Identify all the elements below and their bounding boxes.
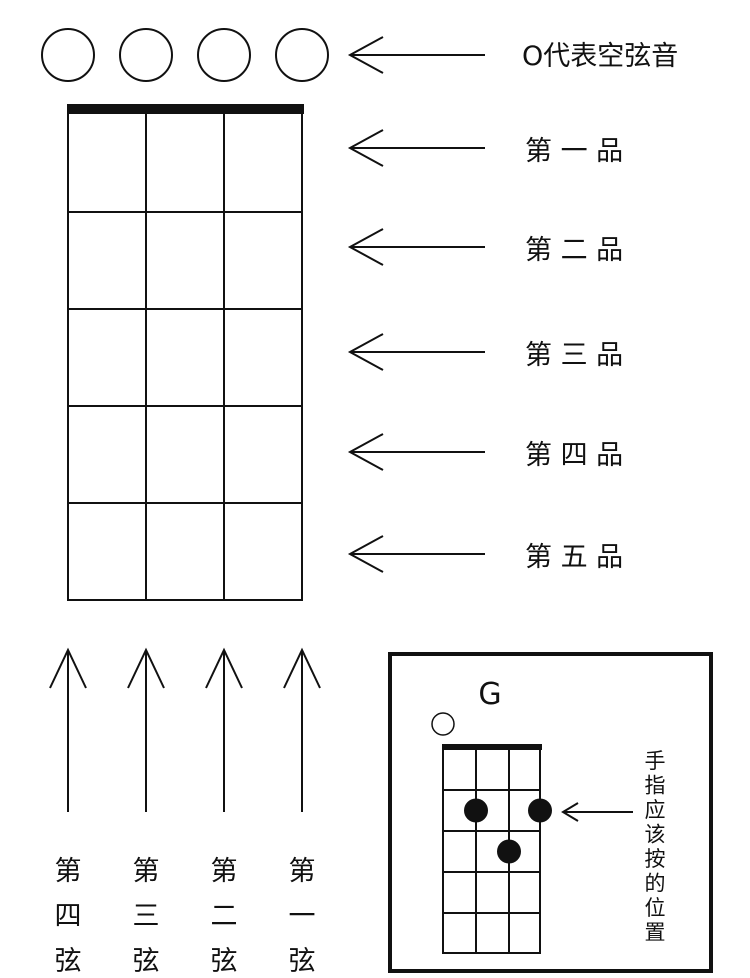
- string-label: 四: [55, 901, 82, 932]
- string-label: 第: [211, 856, 238, 887]
- left-arrow-icon: [347, 333, 485, 371]
- string-label: 第: [133, 856, 160, 887]
- pointer-arrows: [347, 36, 485, 573]
- left-arrow-icon: [347, 36, 485, 74]
- string-label: 第: [289, 856, 316, 887]
- mini-fretboard-outline: [442, 747, 541, 954]
- note-char: 按: [645, 847, 666, 871]
- string-label: 一: [289, 901, 316, 932]
- note-char: 置: [645, 921, 666, 945]
- string-label: 弦: [55, 946, 82, 977]
- finger-dot: [528, 798, 552, 823]
- string-label: 弦: [133, 946, 160, 977]
- fret-label: 第 五 品: [525, 542, 623, 573]
- fret-label: 第 四 品: [525, 440, 623, 471]
- finger-arrow: [561, 802, 633, 822]
- fretboard: [67, 104, 304, 601]
- up-arrow-icon: [283, 647, 321, 812]
- string-label: 二: [211, 901, 238, 932]
- chord-marks: [431, 712, 552, 864]
- example-frame: [388, 652, 713, 973]
- chord-name: G: [478, 677, 501, 712]
- string-labels: 第 四 弦 第 三 弦 第 二 弦 第 一 弦: [55, 856, 316, 977]
- open-string-circle: [197, 28, 251, 82]
- fretboard-outline: [67, 111, 303, 601]
- open-string-circle: [431, 712, 455, 736]
- left-arrow-icon: [347, 433, 485, 471]
- string-arrows: [49, 647, 321, 812]
- note-char: 应: [645, 798, 666, 822]
- string-label: 第: [55, 856, 82, 887]
- open-string-legend: O代表空弦音: [522, 41, 678, 72]
- fret-label: 第 一 品: [525, 136, 623, 167]
- string-label: 弦: [211, 946, 238, 977]
- nut: [67, 104, 304, 114]
- left-arrow-icon: [347, 228, 485, 266]
- note-char: 手: [645, 749, 666, 773]
- finger-dot: [497, 839, 521, 864]
- mini-fretboard: [442, 744, 542, 954]
- note-char: 该: [645, 823, 666, 847]
- fret-label: 第 二 品: [525, 235, 623, 266]
- note-char: 指: [645, 774, 666, 798]
- string-label: 三: [133, 901, 160, 932]
- string-label: 弦: [289, 946, 316, 977]
- note-char: 位: [645, 896, 666, 920]
- up-arrow-icon: [127, 647, 165, 812]
- up-arrow-icon: [49, 647, 87, 812]
- open-string-circle: [41, 28, 95, 82]
- note-char: 的: [645, 872, 666, 896]
- open-string-circle: [119, 28, 173, 82]
- open-string-circles: [41, 28, 329, 82]
- finger-dot: [464, 798, 488, 823]
- open-string-circle: [275, 28, 329, 82]
- up-arrow-icon: [205, 647, 243, 812]
- fret-label: 第 三 品: [525, 340, 623, 371]
- left-arrow-icon: [347, 129, 485, 167]
- left-arrow-icon: [347, 535, 485, 573]
